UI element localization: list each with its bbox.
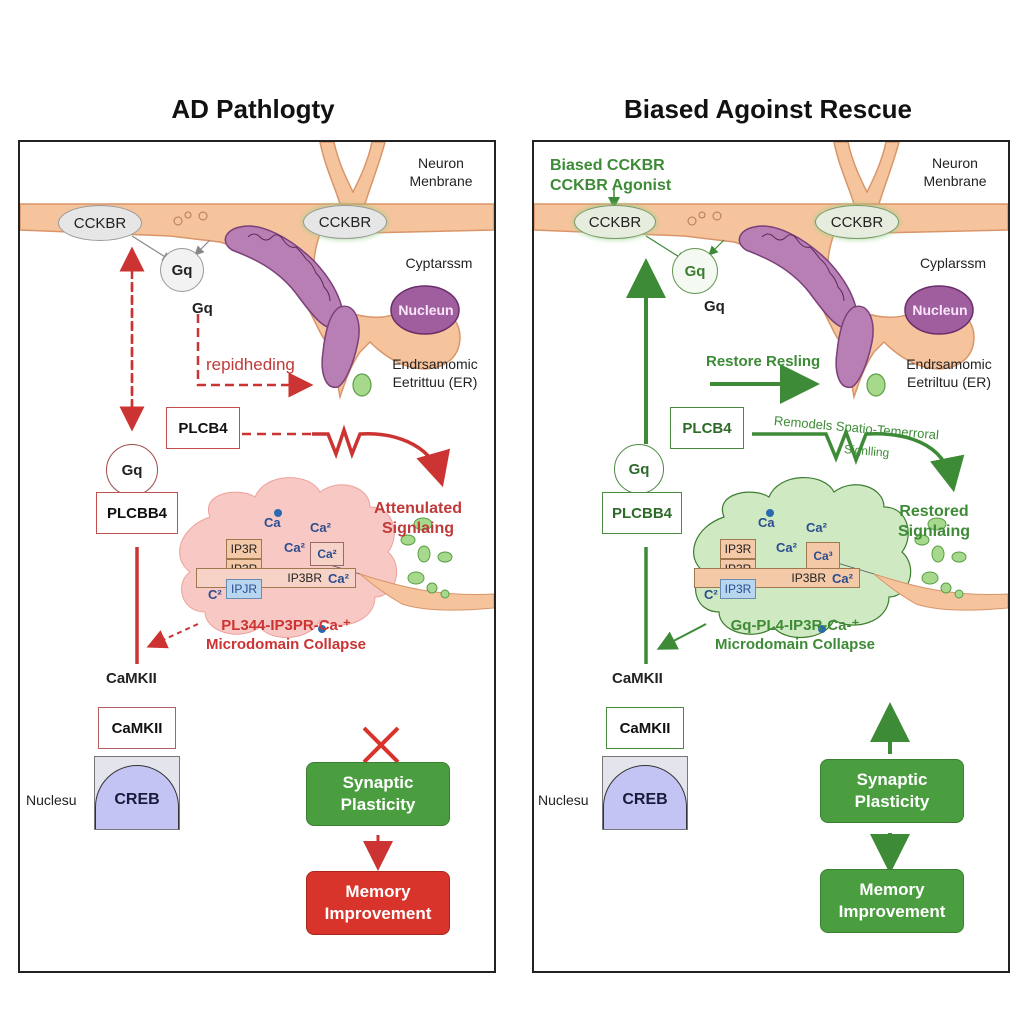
nucleus-side-label: Nuclesu — [26, 792, 77, 808]
synaptic-plasticity-box[interactable]: Synaptic Plasticity — [820, 759, 964, 823]
ip3br-bar: IP3BR Ca² — [196, 568, 356, 588]
neuron-membrane-label: Neuron Menbrane — [923, 155, 987, 189]
memory-improvement-box[interactable]: Memory Improvement — [820, 869, 964, 933]
attenuated-signaling-label: Attenulated Signlaing — [374, 500, 462, 537]
ca-ion: Ca² — [776, 540, 797, 555]
cckbr-receptor-right[interactable]: CCKBR — [303, 205, 387, 239]
neuron-membrane-label: Neuron Menbrane — [409, 155, 473, 189]
microdomain-caption: PL344-IP3PR-Ca-⁺ Microdomain Collapse — [205, 617, 367, 653]
ip3r-channel: IPJR — [226, 579, 262, 599]
ip3br-label: IP3BR — [791, 571, 827, 585]
gq-node[interactable]: Gq — [106, 444, 158, 496]
ip3r-channel: IP3R — [226, 539, 262, 559]
er-label: Endrsamomic Eetriltuu (ER) — [906, 356, 992, 390]
right-panel-title: Biased Agoinst Rescue — [623, 94, 912, 124]
signaling-arrow-label: repidheding — [206, 355, 295, 374]
plcb4-box[interactable]: PLCB4 — [166, 407, 240, 449]
ip3r-channel: IP3R — [720, 579, 756, 599]
camkii-box[interactable]: CaMKII — [98, 707, 176, 749]
ca-ion: Ca² — [284, 540, 305, 555]
ca-ion: C² — [704, 587, 718, 602]
cckbr-receptor-left[interactable]: CCKBR — [58, 205, 142, 241]
ca-ion: Ca — [264, 515, 281, 530]
ca-ion: Ca² — [310, 520, 331, 535]
nucleus-label: Nucleun — [912, 302, 968, 318]
restore-signaling-label: Restore Resling — [706, 353, 821, 370]
ca-ion: Ca — [758, 515, 775, 530]
ca-ion: Ca² — [832, 570, 853, 586]
er-organelle — [224, 225, 344, 330]
cytoplasm-label: Cyplarssm — [919, 255, 987, 271]
restored-signaling-label: Restored Signlaing — [898, 503, 970, 540]
ca-ion: C² — [208, 587, 222, 602]
memory-improvement-box[interactable]: Memory Improvement — [306, 871, 450, 935]
ip3br-label: IP3BR — [287, 571, 323, 585]
gq-protein-circle[interactable]: Gq — [160, 248, 204, 292]
ca-box: Ca² — [310, 542, 344, 566]
er-organelle — [738, 225, 858, 330]
remodels-sub-label: Signlling — [843, 442, 890, 460]
dendrite — [833, 142, 900, 205]
creb-label: CREB — [114, 791, 160, 808]
gq-label: Gq — [192, 300, 213, 317]
nucleus-side-label: Nuclesu — [538, 792, 589, 808]
camkii-label: CaMKII — [106, 670, 157, 687]
creb-nucleus-box[interactable]: CREB — [602, 756, 688, 830]
nucleus-label: Nucleun — [398, 302, 454, 318]
biased-agonist-label: Biased CCKBR CCKBR Agonist — [550, 157, 672, 194]
gq-node[interactable]: Gq — [614, 444, 664, 494]
er-label: Endrsamomic Eetrittuu (ER) — [392, 356, 478, 390]
ip3r-channel: IP3R — [720, 539, 756, 559]
synaptic-plasticity-box[interactable]: Synaptic Plasticity — [306, 762, 450, 826]
left-panel-title: AD Pathlogty — [171, 94, 335, 124]
ca-ion: Ca² — [806, 520, 827, 535]
gq-protein-circle[interactable]: Gq — [672, 248, 718, 294]
plcbb4-box[interactable]: PLCBB4 — [602, 492, 682, 534]
ip3br-bar: IP3BR Ca² — [694, 568, 860, 588]
biased-agonist-rescue-panel: Biased CCKBR CCKBR Agonist Neuron Menbra… — [532, 140, 1010, 973]
microdomain-caption: Gq-PL4-IP3R-Ca-⁺ Microdomain Collapse — [714, 617, 876, 653]
ad-pathology-panel: Neuron Menbrane Cyptarssm Nucleun Endrsa… — [18, 140, 496, 973]
creb-nucleus-box[interactable]: CREB — [94, 756, 180, 830]
dendrite — [319, 142, 386, 205]
cytoplasm-label: Cyptarssm — [405, 255, 473, 271]
creb-label: CREB — [622, 791, 668, 808]
gq-label: Gq — [704, 298, 725, 315]
plcb4-box[interactable]: PLCB4 — [670, 407, 744, 449]
camkii-box[interactable]: CaMKII — [606, 707, 684, 749]
blocked-x-icon — [362, 726, 400, 764]
plcbb4-box[interactable]: PLCBB4 — [96, 492, 178, 534]
camkii-label: CaMKII — [612, 670, 663, 687]
cckbr-receptor-left[interactable]: CCKBR — [574, 205, 656, 239]
ca-ion: Ca² — [328, 570, 349, 586]
cckbr-receptor-right[interactable]: CCKBR — [815, 205, 899, 239]
ca-box: Ca³ — [806, 542, 840, 570]
